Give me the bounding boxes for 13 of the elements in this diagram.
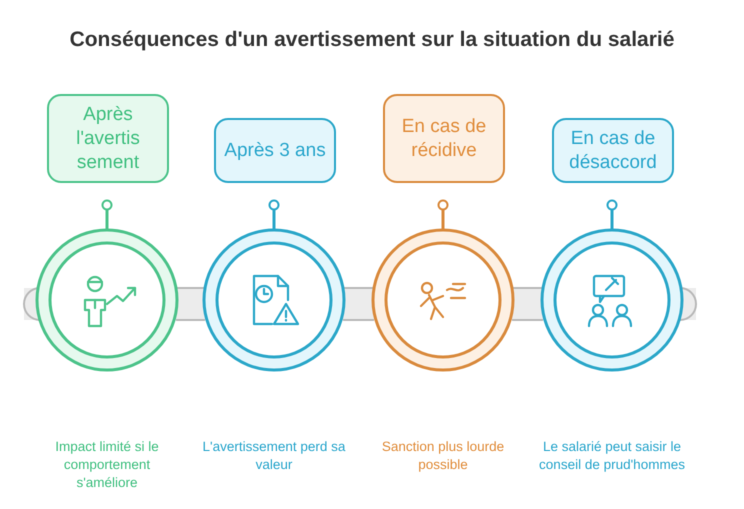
description-text: Sanction plus lourde possible: [380, 438, 506, 474]
connector-line: [438, 200, 448, 230]
description-text: L'avertissement perd sa valeur: [202, 438, 346, 474]
stage-label-box: Après l'avertis sement: [47, 94, 169, 183]
title: Conséquences d'un avertissement sur la situation du salarié: [68, 28, 676, 52]
description-text: Impact limité si le comportement s'améliore: [54, 438, 160, 492]
connector-line: [102, 200, 112, 230]
stage-label-box: En cas de désaccord: [552, 118, 674, 183]
description-text: Le salarié peut saisir le conseil de prud'hommes: [538, 438, 686, 474]
stage-label-box: Après 3 ans: [214, 118, 336, 183]
connector-line: [606, 200, 618, 230]
stage-label-box: En cas de récidive: [383, 94, 505, 183]
connector-line: [268, 200, 280, 230]
